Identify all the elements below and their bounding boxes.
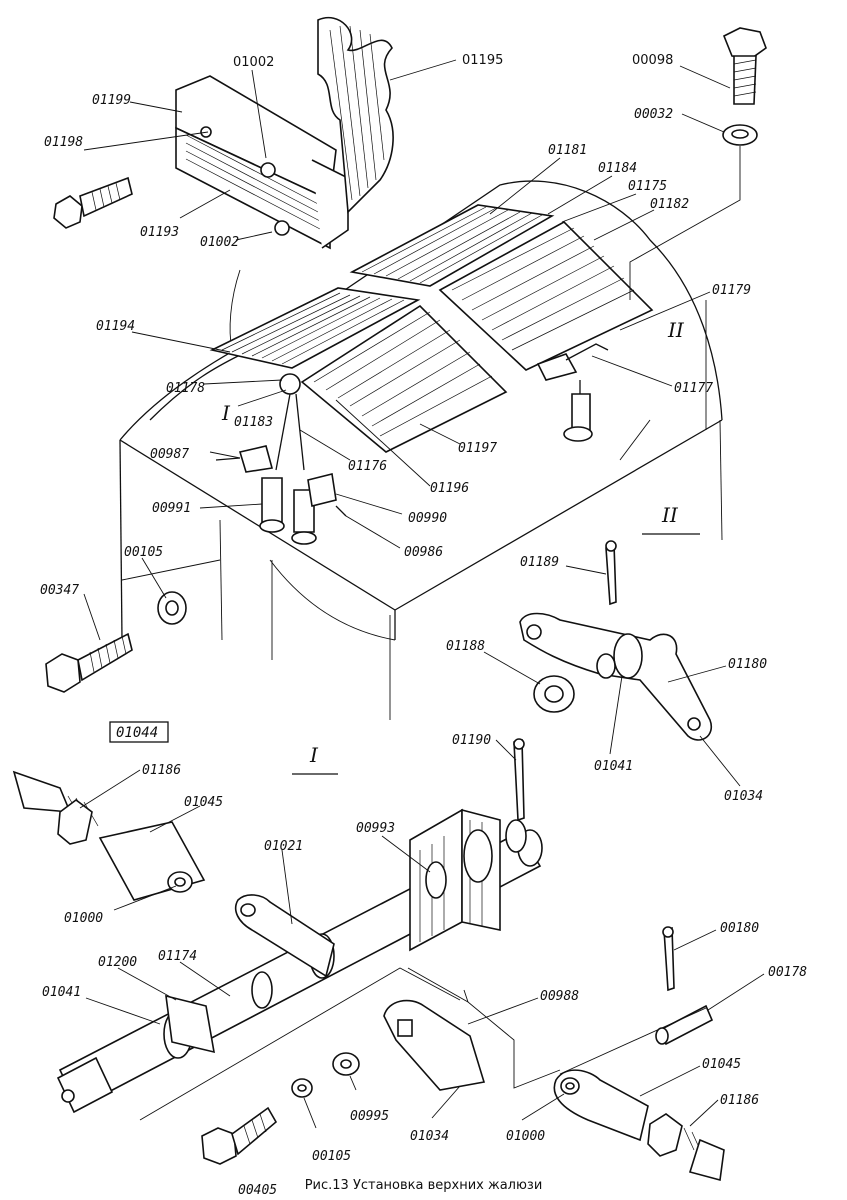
label-00178: 00178 [768, 965, 807, 980]
label-01182: 01182 [650, 197, 689, 212]
figure-caption: Рис.13 Установка верхних жалюзи [304, 1178, 543, 1193]
washer-00105-lower [291, 1078, 313, 1098]
washer-00032 [629, 124, 758, 300]
label-00032: 00032 [634, 107, 673, 122]
label-00098: 00098 [632, 53, 673, 68]
label-00180: 00180 [720, 921, 759, 936]
washer-00995 [332, 1052, 360, 1076]
detail-marker-one-hood: I [221, 401, 231, 425]
label-01045-lower: 01045 [702, 1057, 741, 1072]
louver-panel-right [438, 221, 654, 371]
bolt-01198 [53, 176, 133, 229]
label-01200: 01200 [98, 955, 137, 970]
ref-box-frame [109, 721, 169, 743]
label-00986: 00986 [404, 545, 443, 560]
label-01186-lower: 01186 [720, 1093, 759, 1108]
label-01000-lower: 01000 [506, 1129, 545, 1144]
frame-bracket-assembly [175, 75, 349, 250]
bolt-00098 [722, 27, 767, 105]
plate-01200 [165, 994, 215, 1054]
clevis-01045-upper [12, 770, 206, 901]
label-01034-detail-one: 01034 [410, 1129, 449, 1144]
lever-00988 [383, 967, 561, 1091]
label-00405: 00405 [238, 1183, 277, 1198]
label-01002-bottom: 01002 [200, 235, 239, 250]
label-00995: 00995 [350, 1109, 389, 1124]
label-01195: 01195 [462, 53, 503, 68]
label-00105-upper: 00105 [124, 545, 163, 560]
label-01176: 01176 [348, 459, 387, 474]
label-01184: 01184 [598, 161, 637, 176]
ref-box-label: 01044 [116, 725, 158, 741]
corrugated-louver-blade [317, 17, 394, 214]
detail-marker-two-hood: II [667, 318, 685, 342]
lever-01180 [519, 612, 713, 741]
label-00347: 00347 [40, 583, 79, 598]
label-01193: 01193 [140, 225, 179, 240]
washer-01188 [533, 675, 575, 713]
label-00991: 00991 [152, 501, 191, 516]
label-01194: 01194 [96, 319, 135, 334]
cotter-pin-00180 [662, 926, 675, 992]
label-01186-upper: 01186 [142, 763, 181, 778]
label-01000-upper: 01000 [64, 911, 103, 926]
label-01177: 01177 [674, 381, 713, 396]
label-01045-upper: 01045 [184, 795, 223, 810]
label-01174: 01174 [158, 949, 197, 964]
label-01189: 01189 [520, 555, 559, 570]
label-01021: 01021 [264, 839, 303, 854]
clevis-01045-lower [553, 1007, 725, 1182]
louver-panel-center-upper [349, 204, 555, 287]
bolt-00405 [201, 1106, 278, 1165]
label-00987: 00987 [150, 447, 189, 462]
label-01188: 01188 [446, 639, 485, 654]
detail-marker-one-title: I [309, 743, 319, 767]
lever-01021 [234, 894, 335, 978]
washer-00105-upper [157, 591, 187, 625]
label-01181: 01181 [548, 143, 587, 158]
label-00990: 00990 [408, 511, 447, 526]
cotter-pin-01189 [605, 540, 617, 606]
label-01178: 01178 [166, 381, 205, 396]
detail-marker-two-title: II [661, 503, 679, 527]
actuator-linkage-right [536, 343, 609, 442]
label-01179: 01179 [712, 283, 751, 298]
bracket-00993 [409, 808, 501, 952]
label-00105-lower: 00105 [312, 1149, 351, 1164]
label-01198: 01198 [44, 135, 83, 150]
label-01041-detail-one: 01041 [42, 985, 81, 1000]
part-labels: 01002 01195 00098 00032 01199 01198 0119… [40, 53, 807, 1198]
label-01041-detail-two: 01041 [594, 759, 633, 774]
label-01199: 01199 [92, 93, 131, 108]
actuator-linkage-left [215, 373, 347, 545]
label-01175: 01175 [628, 179, 667, 194]
bolt-00347 [45, 632, 133, 693]
label-00993: 00993 [356, 821, 395, 836]
pin-00178 [655, 1004, 714, 1046]
label-01034-detail-two: 01034 [724, 789, 763, 804]
label-01190: 01190 [452, 733, 491, 748]
label-01180: 01180 [728, 657, 767, 672]
label-01002-top: 01002 [233, 55, 274, 70]
hood-outline [119, 180, 723, 720]
leader-lines [79, 59, 765, 1129]
label-01197: 01197 [458, 441, 497, 456]
cotter-pin-01190 [513, 738, 525, 822]
detail-one-boundary [139, 967, 461, 1121]
louver-panel-left-upper [209, 287, 421, 369]
label-00988: 00988 [540, 989, 579, 1004]
label-01196: 01196 [430, 481, 469, 496]
label-01183: 01183 [234, 415, 273, 430]
